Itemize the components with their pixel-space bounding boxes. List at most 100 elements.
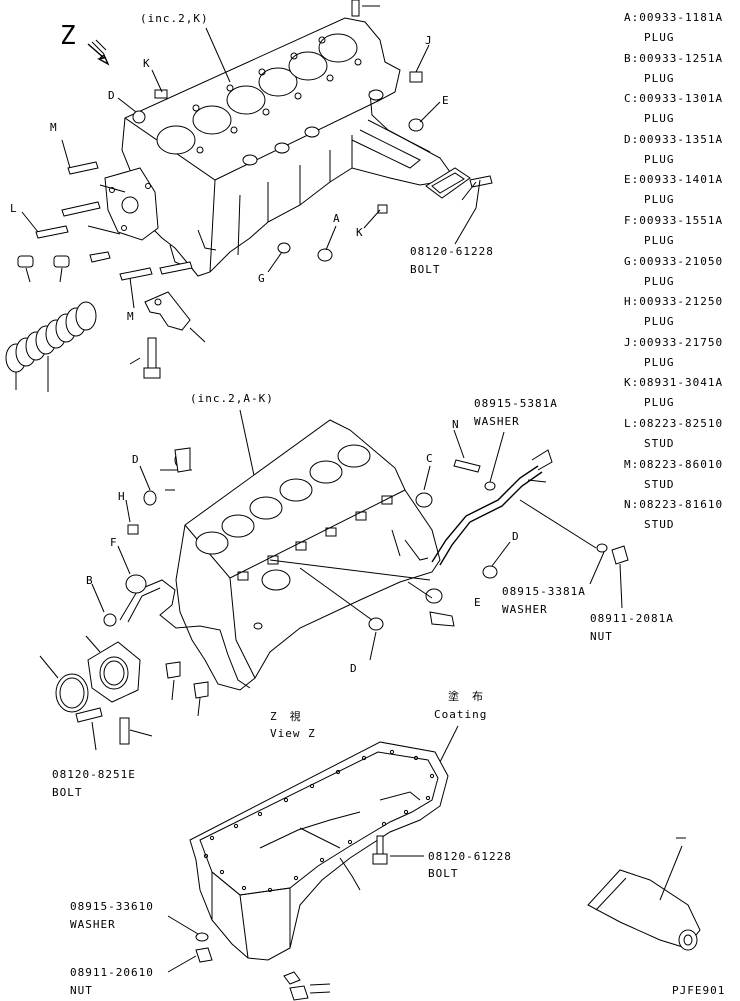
plug-d-top [132,110,146,124]
washer-pan-desc: WASHER [70,918,116,931]
nut-mid-right-desc: NUT [590,630,613,643]
coating-jp: 塗 布 [448,689,484,703]
legend-part-desc: PLUG [644,396,675,410]
plug-c [415,492,433,508]
sealant-tube [587,837,701,951]
plug-f [125,574,147,594]
label-h: H [118,490,126,503]
legend-part-desc: STUD [644,518,675,532]
label-d-mid-1: D [132,453,140,466]
oil-pan [189,741,449,961]
label-l: L [10,202,18,215]
dowel-pin-3 [193,681,209,699]
bolt-left [75,707,103,751]
cap-bolt [129,337,161,379]
plug-e-mid [425,588,455,627]
label-k-lower: K [356,226,364,239]
bearing-shells [5,301,97,392]
legend-part-number: K:08931-3041A [624,376,724,390]
plug-d-right [482,565,498,579]
inc-note-top: (inc.2,K) [140,12,209,25]
legend-part-number: F:00933-1551A [624,213,724,227]
drain-plug-washer [283,971,301,985]
washer-mid-top-part: 08915-5381A [474,397,558,410]
legend-part-number: L:08223-82510 [624,416,724,430]
legend-part-number: G:00933-21050 [624,254,724,268]
dowel-pin-1 [174,447,191,473]
legend-part-number: J:00933-21750 [624,335,724,349]
footer-code: PJFE901 [672,984,725,997]
plug-k-top [154,89,168,99]
legend-part-number: H:00933-21250 [624,295,724,309]
nut-pan [195,947,213,963]
legend-entry: K:08931-3041A PLUG [624,373,740,414]
drain-plug [289,985,309,1001]
nut-mid-right-part: 08911-2081A [590,612,674,625]
label-k-top: K [143,57,151,70]
legend-part-desc: PLUG [644,355,675,369]
bolt-left-desc: BOLT [52,786,83,799]
label-d-top: D [108,89,116,102]
legend-entry: B:00933-1251A PLUG [624,49,740,90]
cylinder-block-view-z [175,419,441,691]
legend-part-number: A:00933-1181A [624,11,724,24]
washer-n [484,481,496,491]
rear-oil-seal [55,673,89,713]
front-cover-gasket [119,579,251,689]
legend-part-number: C:00933-1301A [624,92,724,106]
legend-part-desc: PLUG [644,233,675,247]
rear-seal-housing [87,641,141,703]
legend-part-number: N:08223-81610 [624,498,724,512]
washer-mid-top-desc: WASHER [474,415,520,428]
main-bearing-cap [144,291,206,343]
legend-part-desc: STUD [644,436,675,450]
legend-part-desc: STUD [644,477,675,491]
nut-right [611,545,629,565]
plug-d-lower [368,617,384,631]
stud-n [453,429,481,473]
label-d-right: D [512,530,520,543]
label-d-lower: D [350,662,358,675]
bolt-pan-desc: BOLT [428,867,459,880]
label-a: A [333,212,341,225]
coating-en: Coating [434,708,487,721]
studs-left [21,139,193,309]
bolt-top [461,175,493,209]
legend-part-desc: PLUG [644,193,675,207]
label-e-mid: E [474,596,482,609]
bolt-top-part: 08120-61228 [410,245,494,258]
plug-k-lower [377,204,388,214]
plug-left-1 [17,255,34,268]
dipstick-guide [431,449,553,566]
legend-part-number: B:00933-1251A [624,51,724,65]
top-stud [351,0,380,17]
legend-entry: F:00933-1551A PLUG [624,211,740,252]
bolt-top-desc: BOLT [410,263,441,276]
inc-note-mid: (inc.2,A-K) [190,392,274,405]
legend-part-desc: PLUG [644,152,675,166]
view-z-jp: Z 視 [270,709,302,723]
plug-e-top [408,118,424,132]
plug-h [127,524,139,535]
washer-pan [195,932,209,942]
pin-left [119,717,130,745]
bolt-pan [372,835,424,865]
view-arrow-icon [87,39,110,66]
label-b: B [86,574,94,587]
label-f: F [110,536,118,549]
bolt-pan-part: 08120-61228 [428,850,512,863]
label-m-lower: M [127,310,135,323]
legend-part-desc: PLUG [644,71,675,85]
washer-mid-right-part: 08915-3381A [502,585,586,598]
